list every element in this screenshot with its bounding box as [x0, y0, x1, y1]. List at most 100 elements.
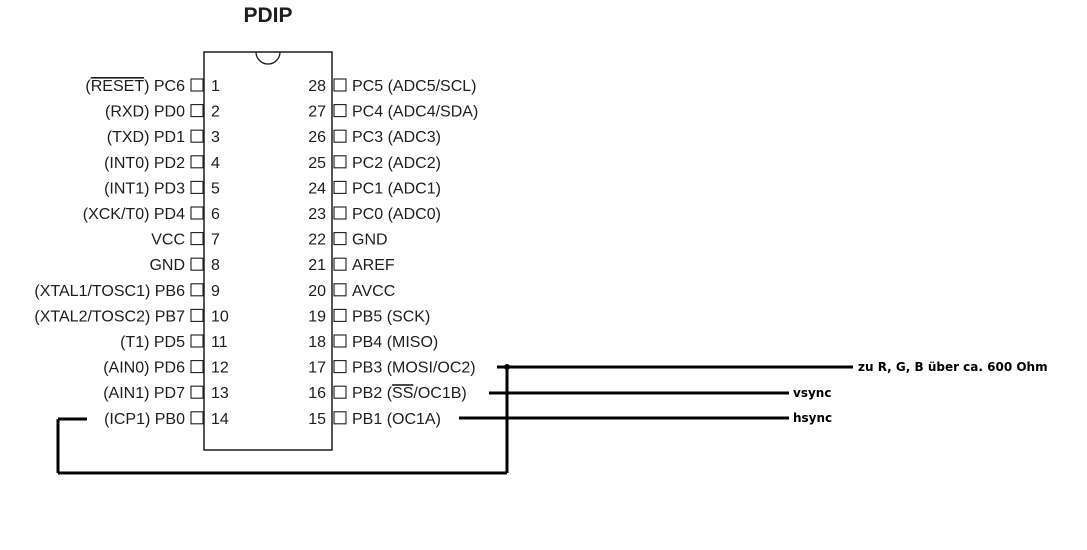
pin-box-5: [190, 180, 204, 194]
left-pin-label-8: GND: [149, 257, 185, 274]
pin1-notch: [255, 51, 281, 65]
pin-box-15: [333, 411, 347, 425]
pin-alt-function: RXD: [110, 104, 144, 121]
pin-name: PD0: [154, 104, 185, 121]
pin-name: PD4: [154, 206, 185, 223]
right-pin-label-23: PC0 (ADC0): [352, 206, 441, 223]
pin-name: PD3: [154, 180, 185, 197]
left-pin-label-3: (TXD) PD1: [107, 129, 185, 146]
right-pin-label-17: PB3 (MOSI/OC2): [352, 360, 476, 377]
pin-box-16: [333, 385, 347, 399]
pin-box-26: [333, 129, 347, 143]
pin-name: AREF: [352, 257, 395, 274]
pin-name: PC0: [352, 206, 383, 223]
pin-number-13: 13: [211, 385, 229, 402]
right-pin-label-22: GND: [352, 232, 388, 249]
left-pin-label-10: (XTAL2/TOSC2) PB7: [34, 308, 185, 325]
pin-name: PD5: [154, 334, 185, 351]
pin-box-6: [190, 206, 204, 220]
pin-name: PC4: [352, 104, 383, 121]
pin-box-10: [190, 308, 204, 322]
pin-number-18: 18: [308, 334, 326, 351]
pin-name: GND: [352, 232, 388, 249]
pin-name: PB2: [352, 385, 382, 402]
pin-name: PB7: [155, 308, 185, 325]
pin-number-7: 7: [211, 232, 220, 249]
pin-box-1: [190, 78, 204, 92]
pin-number-8: 8: [211, 257, 220, 274]
pin-alt-function: ADC5/SCL: [393, 78, 471, 95]
pin-number-12: 12: [211, 360, 229, 377]
pin-alt-overline: SS: [392, 385, 413, 402]
pin-box-25: [333, 155, 347, 169]
pin-name: AVCC: [352, 283, 395, 300]
pin-box-3: [190, 129, 204, 143]
pin-name: PC3: [352, 129, 383, 146]
left-pin-label-14: (ICP1) PB0: [104, 411, 185, 428]
left-pin-label-7: VCC: [151, 232, 185, 249]
pin-box-21: [333, 257, 347, 271]
pin-alt-function: OC1A: [392, 411, 436, 428]
pin-number-14: 14: [211, 411, 229, 428]
chip-body: [203, 51, 333, 451]
pin-name: PC1: [352, 180, 383, 197]
pin-box-8: [190, 257, 204, 271]
pin-number-25: 25: [308, 155, 326, 172]
right-pin-label-27: PC4 (ADC4/SDA): [352, 104, 478, 121]
pin-alt-function: INT0: [109, 155, 144, 172]
pin-box-4: [190, 155, 204, 169]
pin-alt-function: TXD: [112, 129, 144, 146]
pin-number-5: 5: [211, 180, 220, 197]
right-pin-label-25: PC2 (ADC2): [352, 155, 441, 172]
pin-box-28: [333, 78, 347, 92]
wiring: [56, 364, 853, 475]
pin-number-17: 17: [308, 360, 326, 377]
right-pin-label-26: PC3 (ADC3): [352, 129, 441, 146]
pin-name: PB6: [155, 283, 185, 300]
pin-number-2: 2: [211, 104, 220, 121]
pin-alt-function: SCK: [392, 308, 425, 325]
pin-alt-function: MISO: [392, 334, 433, 351]
pin-alt-function: XCK/T0: [88, 206, 144, 223]
pin-box-22: [333, 232, 347, 246]
right-pin-label-15: PB1 (OC1A): [352, 411, 441, 428]
pin-number-24: 24: [308, 180, 326, 197]
pin-alt-function: XTAL2/TOSC2: [40, 308, 145, 325]
pin-number-26: 26: [308, 129, 326, 146]
pin-alt-function: ADC2: [393, 155, 436, 172]
right-pin-label-18: PB4 (MISO): [352, 334, 438, 351]
pin-number-9: 9: [211, 283, 220, 300]
net-label-hsync: hsync: [793, 411, 832, 425]
pin-box-13: [190, 385, 204, 399]
pin-number-22: 22: [308, 232, 326, 249]
left-pin-label-11: (T1) PD5: [120, 334, 185, 351]
pin-box-14: [190, 411, 204, 425]
left-pin-label-4: (INT0) PD2: [104, 155, 185, 172]
pin-alt-function: AIN0: [109, 360, 145, 377]
right-pin-label-19: PB5 (SCK): [352, 308, 430, 325]
pin-alt-function: ADC0: [393, 206, 436, 223]
pin-alt-function: ADC1: [393, 180, 436, 197]
pin-name: PB3: [352, 360, 382, 377]
pin-number-11: 11: [211, 334, 228, 351]
pin-number-27: 27: [308, 104, 326, 121]
pin-box-12: [190, 360, 204, 374]
pin-name: PC6: [154, 78, 185, 95]
pin-alt-function: MOSI/OC2: [392, 360, 470, 377]
pin-box-24: [333, 180, 347, 194]
pin-name: PB0: [155, 411, 185, 428]
pin-number-20: 20: [308, 283, 326, 300]
pin-name: GND: [149, 257, 185, 274]
pin-name: PB1: [352, 411, 382, 428]
right-pin-label-28: PC5 (ADC5/SCL): [352, 78, 476, 95]
pin-alt-function: RESET: [91, 78, 145, 95]
pin-name: PD6: [154, 360, 185, 377]
left-pin-label-12: (AIN0) PD6: [103, 360, 185, 377]
right-pin-label-20: AVCC: [352, 283, 395, 300]
pin-number-3: 3: [211, 129, 220, 146]
left-pin-label-2: (RXD) PD0: [105, 104, 185, 121]
pin-number-10: 10: [211, 308, 229, 325]
pin-name: PC2: [352, 155, 383, 172]
